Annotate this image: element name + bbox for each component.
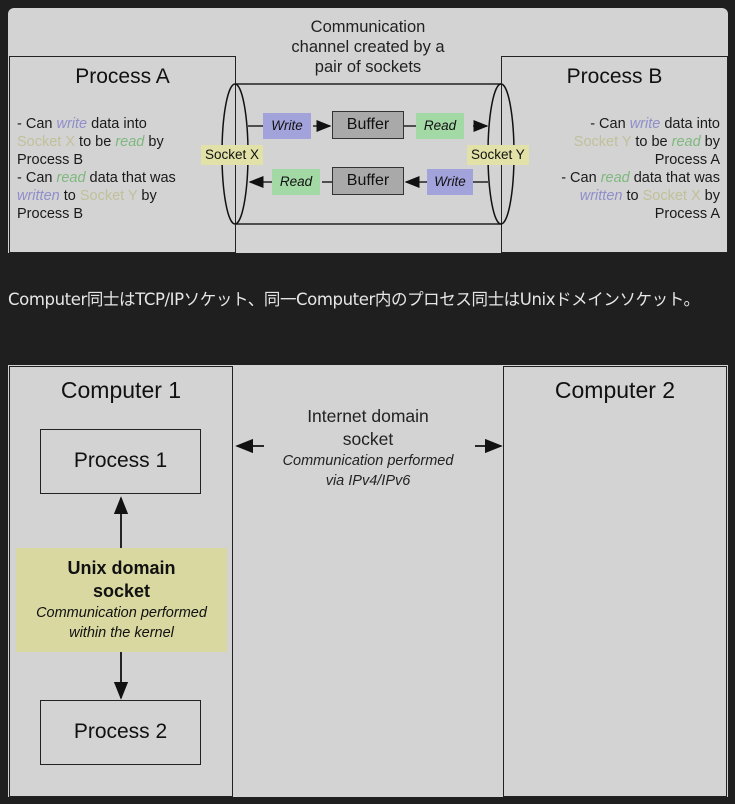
text-segment: - Can <box>590 116 630 132</box>
description-line: - Can read data that was <box>17 169 176 187</box>
write-word: written <box>579 188 623 204</box>
text-segment: - Can <box>17 116 57 132</box>
explanation-paragraph: Computer同士はTCP/IPソケット、同一Computer内のプロセス同士… <box>8 290 700 309</box>
text-segment: Process A <box>654 152 720 168</box>
computer-2-box: Computer 2 <box>503 366 727 797</box>
process-1-box: Process 1 <box>40 429 201 494</box>
text-segment: data that was <box>629 170 720 186</box>
channel-caption: Communication channel created by a pair … <box>248 17 488 77</box>
description-line: Socket Y to be read by <box>561 133 720 151</box>
text-segment: data that was <box>85 170 176 186</box>
text-segment: by <box>700 188 720 204</box>
buffer-top: Buffer <box>332 111 404 139</box>
write-word: written <box>17 188 60 204</box>
text-segment: Process B <box>17 152 84 168</box>
process-a-title: Process A <box>75 65 170 88</box>
socket-name: Socket Y <box>573 134 632 150</box>
internet-socket-title: Internet domain <box>307 406 429 426</box>
caption-line: Communication <box>310 18 426 36</box>
computer-1-title: Computer 1 <box>60 377 182 403</box>
write-tag-bottom: Write <box>427 169 473 195</box>
description-line: written to Socket Y by <box>17 187 176 205</box>
process-b-title: Process B <box>566 65 663 88</box>
text-segment: Process B <box>17 206 84 222</box>
computer-2-title: Computer 2 <box>554 377 676 403</box>
write-word: write <box>629 116 661 132</box>
unix-domain-socket-box: Unix domain socket Communication perform… <box>16 548 227 652</box>
description-line: written to Socket X by <box>561 187 720 205</box>
internet-socket-desc: Communication performed <box>282 453 454 469</box>
write-word: write <box>56 116 88 132</box>
socket-x-label: Socket X <box>201 145 264 165</box>
socket-types-diagram: Computer 1 Computer 2 Process 1 Process … <box>8 365 728 797</box>
description-line: Socket X to be read by <box>17 133 176 151</box>
text-segment: data into <box>660 116 720 132</box>
text-segment: to <box>59 188 80 204</box>
unix-socket-title: socket <box>92 581 151 601</box>
internet-socket-desc: via IPv4/IPv6 <box>325 473 411 489</box>
read-tag-top: Read <box>416 113 464 139</box>
text-segment: - Can <box>561 170 601 186</box>
text-segment: to be <box>631 134 672 150</box>
write-tag-top: Write <box>263 113 311 139</box>
process-2-label: Process 2 <box>73 720 168 743</box>
socket-name: Socket X <box>642 188 701 204</box>
unix-socket-desc: within the kernel <box>69 625 174 641</box>
read-tag-bottom: Read <box>272 169 320 195</box>
text-segment: by <box>144 134 164 150</box>
unix-socket-desc: Communication performed <box>36 605 207 621</box>
text-segment: data into <box>87 116 147 132</box>
process-2-box: Process 2 <box>40 700 201 765</box>
text-segment: by <box>700 134 720 150</box>
text-segment: - Can <box>17 170 57 186</box>
description-line: Process B <box>17 205 176 223</box>
read-word: read <box>671 134 701 150</box>
socket-y-label: Socket Y <box>467 145 529 165</box>
description-line: Process A <box>561 151 720 169</box>
text-segment: by <box>137 188 157 204</box>
description-line: - Can write data into <box>17 115 176 133</box>
read-word: read <box>600 170 630 186</box>
description-line: Process B <box>17 151 176 169</box>
text-segment: to <box>622 188 643 204</box>
text-segment: to be <box>75 134 116 150</box>
process-1-label: Process 1 <box>73 449 168 472</box>
read-word: read <box>115 134 145 150</box>
caption-line: pair of sockets <box>314 58 422 76</box>
computer-1-box: Computer 1 <box>9 366 233 797</box>
description-line: - Can read data that was <box>561 169 720 187</box>
socket-name: Socket Y <box>79 188 138 204</box>
arrows <box>113 438 503 700</box>
text-segment: Process A <box>654 206 720 222</box>
unix-socket-title: Unix domain <box>67 558 176 578</box>
description-line: Process A <box>561 205 720 223</box>
internet-socket-title: socket <box>342 429 394 449</box>
caption-line: channel created by a <box>291 38 445 56</box>
read-word: read <box>56 170 86 186</box>
socket-name: Socket X <box>17 134 76 150</box>
description-line: - Can write data into <box>561 115 720 133</box>
buffer-bottom: Buffer <box>332 167 404 195</box>
internet-domain-socket-label: Internet domain socket Communication per… <box>253 405 483 491</box>
